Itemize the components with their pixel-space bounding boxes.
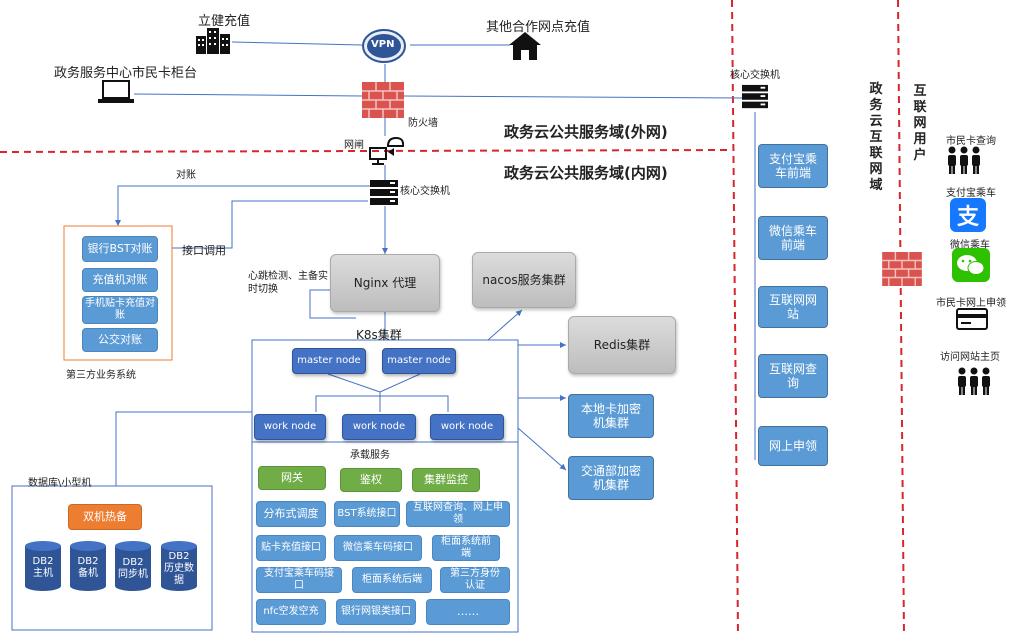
third-party-frame	[63, 225, 173, 361]
third-party-title: 第三方业务系统	[66, 370, 136, 381]
internet-domain-label: 政务云互联网域	[869, 82, 883, 193]
service-frame	[251, 441, 519, 633]
service-scheduler: 分布式调度	[256, 501, 326, 527]
firewall-label: 防火墙	[408, 118, 438, 129]
database-title: 数据库\小型机	[28, 478, 92, 489]
third-party-item-bus: 公交对账	[82, 328, 158, 352]
domain-divider-vertical-2	[897, 0, 905, 635]
citizen-query-label: 市民卡查询	[946, 136, 996, 147]
work-node-1: work node	[254, 414, 326, 440]
service-alipay-code: 支付宝乘车码接口	[256, 567, 342, 593]
people-icon-2	[956, 366, 992, 396]
service-counter-back: 柜面系统后端	[352, 567, 432, 593]
service-counter-front: 柜面系统前端	[432, 535, 500, 561]
gateway-icon	[368, 136, 405, 166]
core-switch-label: 核心交换机	[400, 186, 450, 197]
services-title: 承载服务	[350, 450, 390, 461]
work-node-3: work node	[430, 414, 504, 440]
service-bst: BST系统接口	[334, 501, 400, 527]
laptop-icon	[98, 80, 134, 104]
internal-domain-title: 政务云公共服务域(内网)	[504, 164, 668, 182]
firewall-icon	[362, 82, 404, 118]
alipay-icon: 支	[950, 198, 986, 232]
frontend-website: 互联网网站	[758, 286, 828, 328]
nacos-cluster: nacos服务集群	[472, 252, 576, 308]
people-icon	[946, 146, 982, 174]
database-frame	[11, 485, 213, 631]
wechat-icon	[952, 248, 990, 282]
external-domain-title: 政务云公共服务域(外网)	[504, 123, 668, 141]
heartbeat-label: 心跳检测、主备实时切换	[248, 271, 328, 295]
service-bank-api: 银行网银类接口	[336, 599, 416, 625]
counter-label: 政务服务中心市民卡柜台	[54, 66, 198, 81]
website-label: 访问网站主页	[940, 352, 1000, 363]
nginx-proxy: Nginx 代理	[330, 254, 440, 312]
db2-standby	[69, 540, 107, 592]
third-party-item-recharger: 充值机对账	[82, 268, 158, 292]
service-internet-query: 互联网查询、网上申领	[406, 501, 510, 527]
service-nfc: nfc空发空充	[256, 599, 326, 625]
db2-sync-label: DB2同步机	[118, 557, 148, 580]
k8s-title: K8s集群	[356, 328, 402, 342]
vpn-icon	[361, 28, 407, 64]
db2-history-label: DB2历史数据	[164, 551, 194, 586]
db2-sync	[114, 540, 152, 592]
partner-label: 其他合作网点充值	[486, 20, 591, 35]
frontend-query: 互联网查询	[758, 354, 828, 398]
third-party-item-bank: 银行BST对账	[82, 236, 158, 262]
service-gateway: 网关	[258, 466, 326, 490]
vpn-label: VPN	[371, 39, 395, 50]
transport-hsm: 交通部加密机集群	[568, 456, 654, 500]
frontend-wechat: 微信乘车前端	[758, 216, 828, 260]
service-identity: 第三方身份认证	[440, 567, 510, 593]
apply-label: 市民卡网上申领	[936, 298, 1006, 309]
frontend-apply: 网上申领	[758, 426, 828, 466]
db2-primary	[24, 540, 62, 592]
master-node-2: master node	[382, 348, 456, 374]
service-more: ……	[426, 599, 510, 625]
local-card-hsm: 本地卡加密机集群	[568, 394, 654, 438]
core-switch-icon	[370, 180, 398, 206]
internet-users-label: 互联网用户	[913, 84, 927, 163]
svg-text:支: 支	[957, 205, 980, 230]
domain-divider-horizontal	[0, 149, 729, 153]
db2-standby-label: DB2备机	[77, 556, 99, 579]
reconcile-label: 对账	[176, 170, 196, 181]
master-node-1: master node	[292, 348, 366, 374]
building-icon	[196, 28, 230, 54]
service-monitor: 集群监控	[412, 468, 480, 492]
service-card-recharge: 贴卡充值接口	[256, 535, 326, 561]
third-party-item-mobile: 手机贴卡充值对账	[82, 296, 158, 324]
service-wechat-code: 微信乘车码接口	[334, 535, 422, 561]
frontend-alipay: 支付宝乘车前端	[758, 144, 828, 188]
core-switch-right-label: 核心交换机	[730, 70, 780, 81]
redis-cluster: Redis集群	[568, 316, 676, 374]
firewall-right-icon	[882, 252, 922, 286]
wechat-label: 微信乘车	[950, 240, 990, 251]
api-call-label: 接口调用	[182, 244, 226, 257]
core-switch-right-icon	[742, 84, 768, 110]
alipay-label: 支付宝乘车	[946, 188, 996, 199]
db2-history	[160, 540, 198, 592]
hot-standby: 双机热备	[68, 504, 142, 530]
house-icon	[509, 32, 541, 60]
work-node-2: work node	[342, 414, 416, 440]
service-auth: 鉴权	[340, 468, 402, 492]
db2-primary-label: DB2主机	[32, 556, 54, 579]
card-icon	[956, 308, 988, 330]
lijian-label: 立健充值	[198, 14, 251, 29]
domain-divider-vertical-1	[731, 0, 739, 635]
gateway-label: 网闸	[344, 140, 364, 151]
